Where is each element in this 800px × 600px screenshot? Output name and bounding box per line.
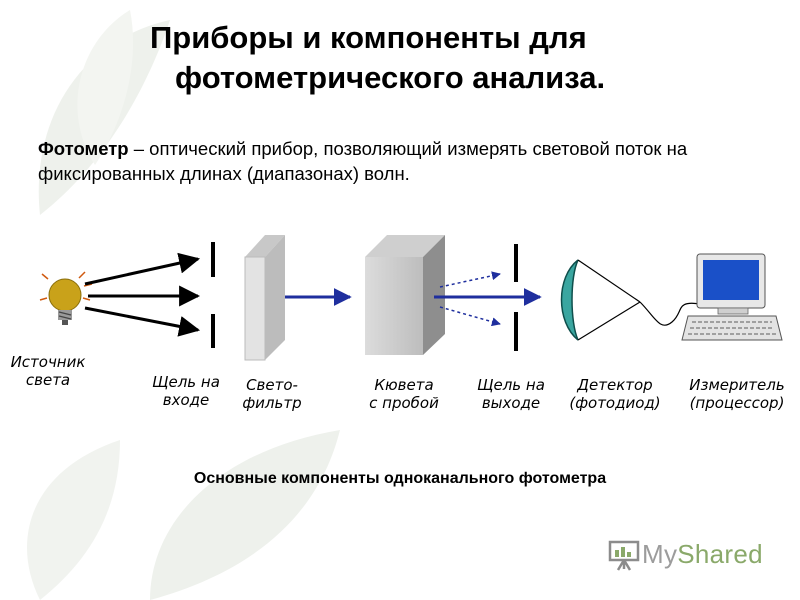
photometer-diagram [39, 235, 783, 361]
intro-paragraph: Фотометр – оптический прибор, позволяющи… [38, 136, 758, 186]
label-light-source-line2: света [25, 371, 71, 389]
label-meter: Измеритель (процессор) [676, 376, 798, 412]
label-entrance-slit-line1: Щель на [152, 373, 220, 391]
label-cuvette: Кювета с пробой [358, 376, 450, 412]
label-light-source: Источник света [2, 353, 94, 389]
presentation-board-icon [608, 540, 640, 571]
logo-text-shared: Shared [677, 538, 763, 569]
computer-monitor-icon [681, 253, 783, 341]
label-exit-slit-line2: выходе [481, 394, 541, 412]
label-detector: Детектор (фотодиод) [556, 376, 674, 412]
cuvette-cube [365, 235, 445, 355]
title-line-2: фотометрического анализа. [175, 60, 606, 95]
detector-cable [639, 301, 701, 326]
diagram-caption: Основные компоненты одноканального фотом… [193, 470, 607, 487]
label-light-filter: Свето- фильтр [232, 376, 312, 412]
beam-cuvette-scatter-down [439, 306, 501, 327]
label-entrance-slit: Щель на входе [142, 373, 230, 409]
light-bulb-icon [39, 271, 93, 325]
detector-dish [560, 259, 641, 341]
label-meter-line2: (процессор) [689, 394, 785, 412]
slide-title: Приборы и компоненты для фотометрическог… [0, 18, 800, 98]
label-entrance-slit-line2: входе [162, 391, 210, 409]
label-exit-slit: Щель на выходе [466, 376, 556, 412]
intro-definition: – оптический прибор, позволяющий измерят… [38, 138, 688, 184]
myshared-logo[interactable]: MyShared [606, 534, 763, 574]
ray-upper [84, 252, 201, 286]
intro-term: Фотометр [38, 138, 129, 159]
ray-lower [84, 306, 201, 337]
logo-text-my: My [642, 538, 678, 569]
label-light-source-line1: Источник [10, 353, 86, 371]
label-light-filter-line2: фильтр [242, 394, 302, 412]
light-filter [244, 235, 285, 361]
label-detector-line2: (фотодиод) [569, 394, 661, 412]
label-cuvette-line2: с пробой [369, 394, 439, 412]
label-meter-line1: Измеритель [689, 376, 785, 394]
label-light-filter-line1: Свето- [246, 376, 298, 394]
label-cuvette-line1: Кювета [374, 376, 434, 394]
label-exit-slit-line1: Щель на [477, 376, 545, 394]
logo-text: MyShared [642, 539, 763, 570]
title-line-1: Приборы и компоненты для [150, 20, 587, 55]
label-detector-line1: Детектор [577, 376, 653, 394]
beam-cuvette-scatter-up [439, 271, 501, 288]
